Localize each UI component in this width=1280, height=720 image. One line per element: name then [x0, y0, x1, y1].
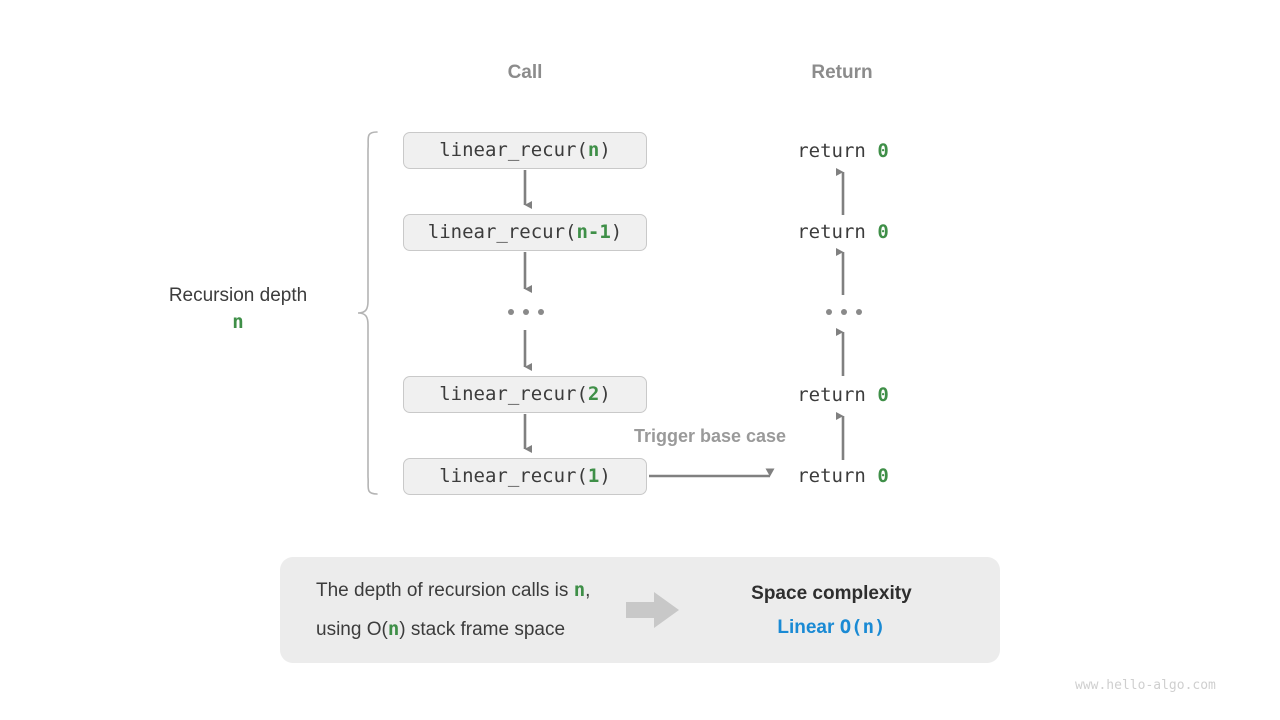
call-frame-suffix: )	[610, 221, 623, 243]
right-arrow-icon	[626, 592, 680, 628]
call-frame-suffix: )	[599, 139, 611, 161]
recursion-depth-brace	[357, 131, 378, 495]
call-frame-box-4[interactable]: linear_recur(1)	[403, 458, 647, 495]
call-frame-prefix: linear_recur(	[439, 383, 588, 405]
summary-line-1: The depth of recursion calls is n,	[316, 571, 590, 610]
complexity-value: Linear O(n)	[716, 611, 946, 644]
summary-panel: The depth of recursion calls is n, using…	[280, 557, 1000, 663]
summary-line1-text: The depth of recursion calls is	[316, 580, 574, 601]
call-frame-suffix: )	[599, 383, 611, 405]
recursion-depth-text: Recursion depth	[168, 285, 308, 306]
return-keyword: return	[797, 384, 878, 406]
return-value: 0	[877, 465, 889, 487]
call-frame-prefix: linear_recur(	[439, 465, 588, 487]
return-label-4: return 0	[743, 465, 943, 487]
complexity-notation: O(n)	[839, 615, 886, 638]
summary-line-2: using O(n) stack frame space	[316, 610, 590, 649]
return-label-3: return 0	[743, 384, 943, 406]
summary-line1-var: n	[573, 579, 586, 601]
return-value: 0	[877, 384, 889, 406]
call-ellipsis	[508, 309, 544, 315]
return-value: 0	[877, 221, 889, 243]
summary-line2-var: n	[387, 618, 400, 640]
call-column-header: Call	[507, 62, 543, 83]
summary-line2-tail: ) stack frame space	[399, 619, 566, 640]
return-ellipsis	[826, 309, 862, 315]
call-frame-prefix: linear_recur(	[439, 139, 588, 161]
return-keyword: return	[797, 221, 878, 243]
call-frame-arg: 2	[587, 383, 600, 405]
recursion-depth-label: Recursion depth n	[120, 283, 356, 335]
summary-line1-punct: ,	[585, 580, 591, 601]
complexity-title: Space complexity	[751, 582, 912, 604]
call-frame-box-1[interactable]: linear_recur(n)	[403, 132, 647, 169]
return-keyword: return	[797, 465, 878, 487]
return-label-2: return 0	[743, 221, 943, 243]
summary-result: Space complexity Linear O(n)	[716, 577, 946, 644]
complexity-word: Linear	[777, 616, 835, 638]
call-frame-arg: 1	[587, 465, 600, 487]
call-frame-box-2[interactable]: linear_recur(n-1)	[403, 214, 647, 251]
recursion-depth-value: n	[232, 311, 244, 333]
call-frame-prefix: linear_recur(	[427, 221, 577, 243]
call-frame-box-3[interactable]: linear_recur(2)	[403, 376, 647, 413]
return-value: 0	[877, 140, 889, 162]
call-frame-suffix: )	[599, 465, 611, 487]
trigger-base-case-caption: Trigger base case	[633, 426, 787, 446]
return-column-header: Return	[811, 62, 873, 83]
return-keyword: return	[797, 140, 878, 162]
call-frame-arg: n	[587, 139, 600, 161]
site-watermark: www.hello-algo.com	[1075, 678, 1216, 693]
return-label-1: return 0	[743, 140, 943, 162]
summary-description: The depth of recursion calls is n, using…	[316, 571, 590, 649]
summary-line2-text: using O(	[316, 619, 388, 640]
call-frame-arg: n-1	[576, 221, 611, 243]
